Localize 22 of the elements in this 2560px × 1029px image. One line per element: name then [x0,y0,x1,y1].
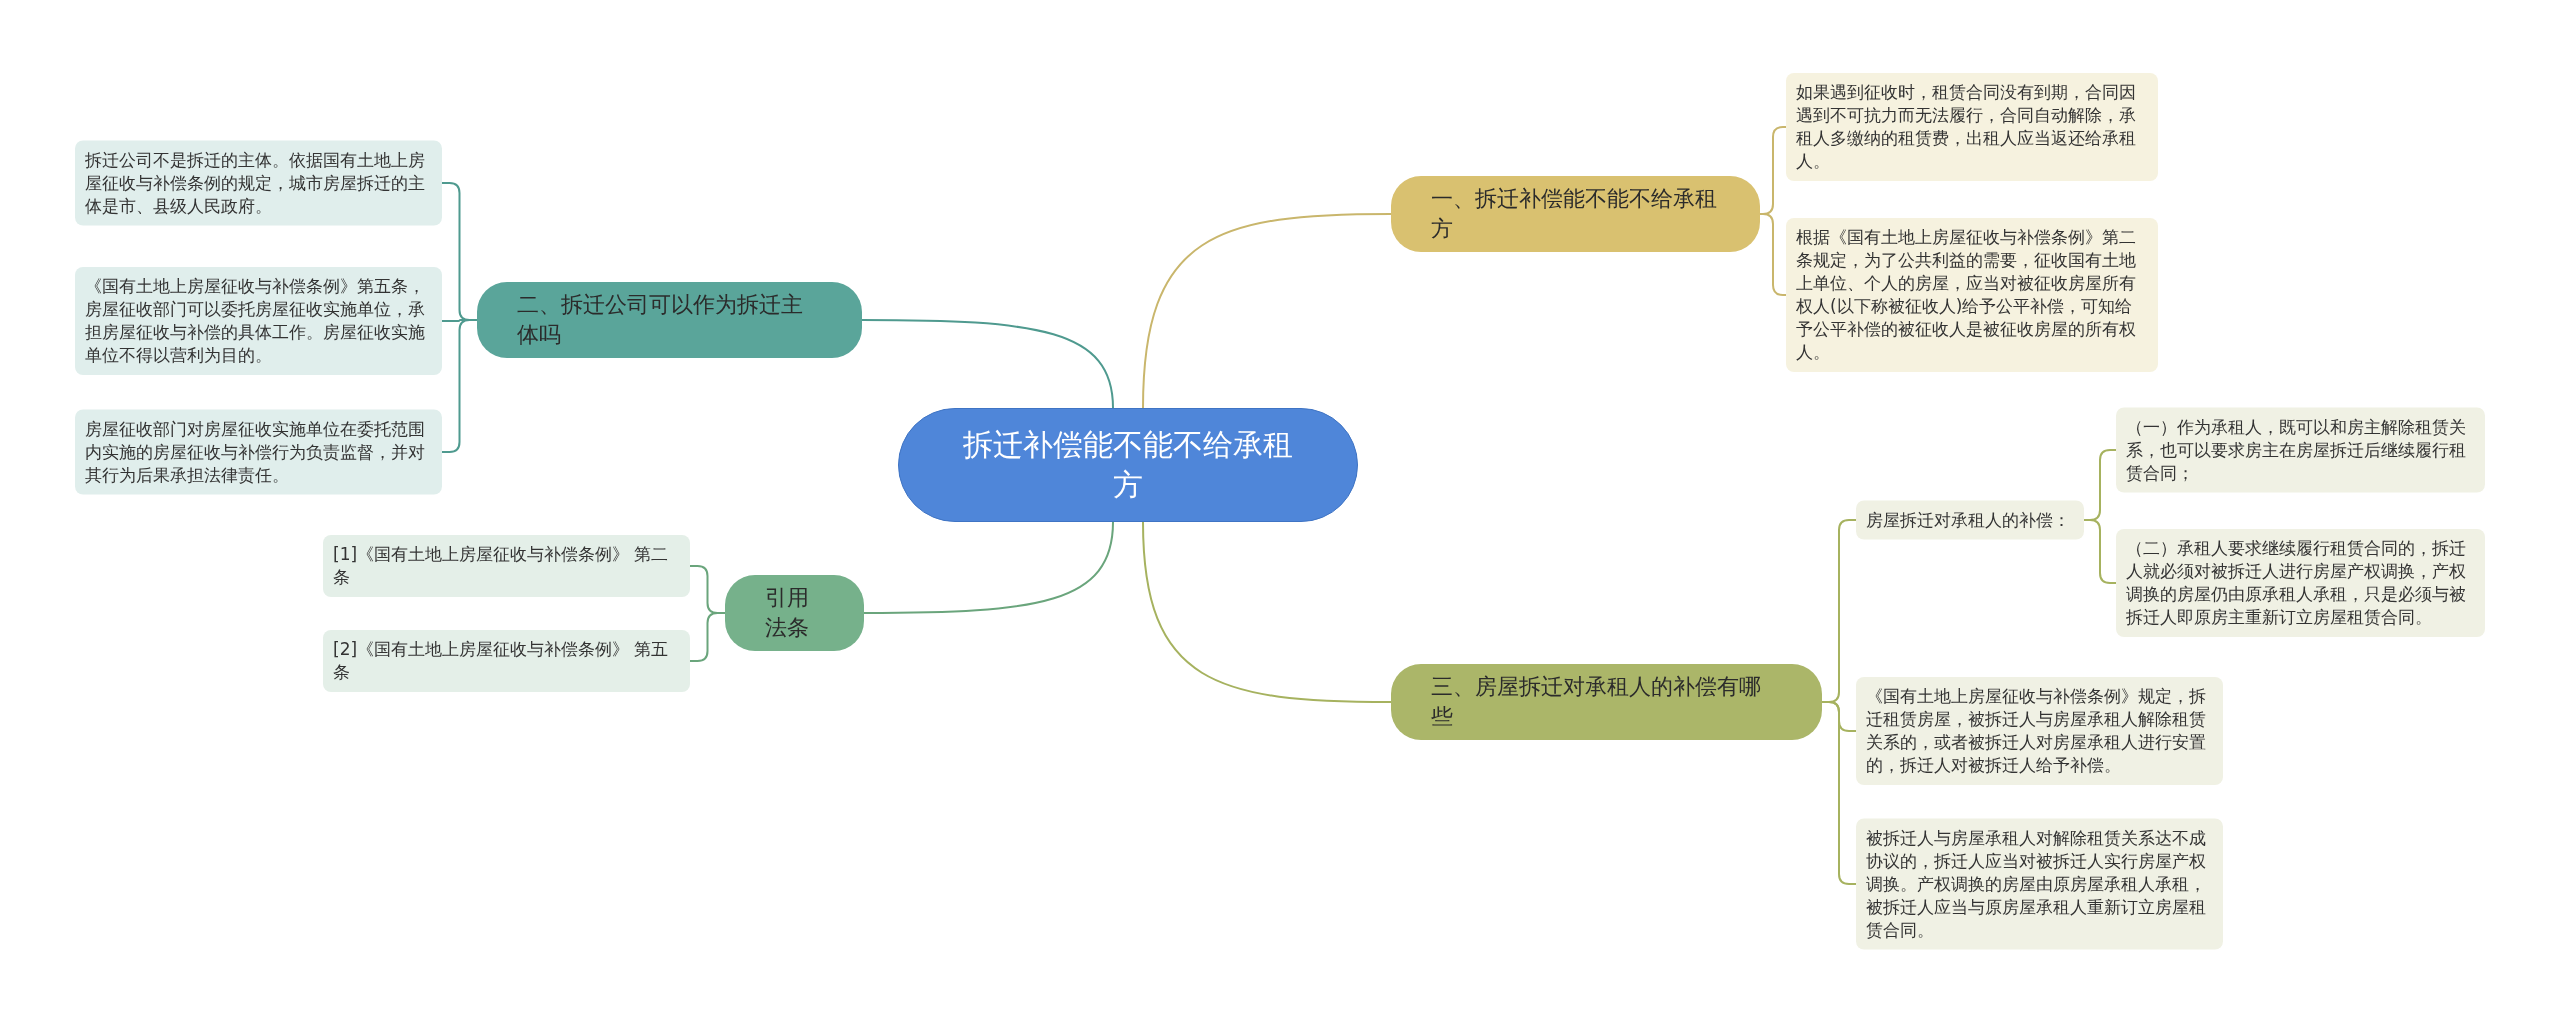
note-card: 被拆迁人与房屋承租人对解除租赁关系达不成协议的，拆迁人应当对被拆迁人实行房屋产权调换。产权调换的房屋由原房屋承租人承租，被拆迁人应当与原房屋承租人重新订立房屋租赁合同。 [1856,818,2223,950]
connector-line [689,612,726,662]
note-card: （二）承租人要求继续履行租赁合同的，拆迁人就必须对被拆迁人进行房屋产权调换，产权调换的房屋仍由原承租人承租，只是必须与被拆迁人即原房主重新订立房屋租赁合同。 [2116,529,2485,637]
note-card: 《国有土地上房屋征收与补偿条例》第五条，房屋征收部门可以委托房屋征收实施单位，承担房屋征收与补偿的具体工作。房屋征收实施单位不得以营利为目的。 [75,267,442,375]
note-card: 房屋征收部门对房屋征收实施单位在委托范围内实施的房屋征收与补偿行为负责监督，并对其行为后果承担法律责任。 [75,409,442,495]
topic-pill: 二、拆迁公司可以作为拆迁主体吗 [477,282,862,358]
note-card: 根据《国有土地上房屋征收与补偿条例》第二条规定，为了公共利益的需要，征收国有土地上单位、个人的房屋，应当对被征收房屋所有权人(以下称被征收人)给予公平补偿，可知给予公平补偿的被征收人是被征收房屋的所有权人。 [1786,218,2158,372]
note-card: 如果遇到征收时，租赁合同没有到期，合同因遇到不可抗力而无法履行，合同自动解除，承租人多缴纳的租赁费，出租人应当返还给承租人。 [1786,73,2158,181]
note-card: [1]《国有土地上房屋征收与补偿条例》 第二条 [323,535,690,597]
connector-line [863,521,1114,614]
topic-pill: 引用法条 [725,575,864,651]
central-topic: 拆迁补偿能不能不给承租方 [898,408,1358,522]
connector-line [1142,521,1392,703]
topic-pill: 一、拆迁补偿能不能不给承租方 [1391,176,1760,252]
note-card: 拆迁公司不是拆迁的主体。依据国有土地上房屋征收与补偿条例的规定，城市房屋拆迁的主体是市、县级人民政府。 [75,140,442,226]
topic-pill: 三、房屋拆迁对承租人的补偿有哪些 [1391,664,1822,740]
connector-line [1142,213,1392,409]
note-card: [2]《国有土地上房屋征收与补偿条例》 第五条 [323,630,690,692]
note-card: （一）作为承租人，既可以和房主解除租赁关系，也可以要求房主在房屋拆迁后继续履行租赁合同； [2116,407,2485,493]
note-card: 《国有土地上房屋征收与补偿条例》规定，拆迁租赁房屋，被拆迁人与房屋承租人解除租赁关系的，或者被拆迁人对房屋承租人进行安置的，拆迁人对被拆迁人给予补偿。 [1856,677,2223,785]
connector-line [861,319,1114,409]
subtopic-card: 房屋拆迁对承租人的补偿： [1856,500,2084,540]
